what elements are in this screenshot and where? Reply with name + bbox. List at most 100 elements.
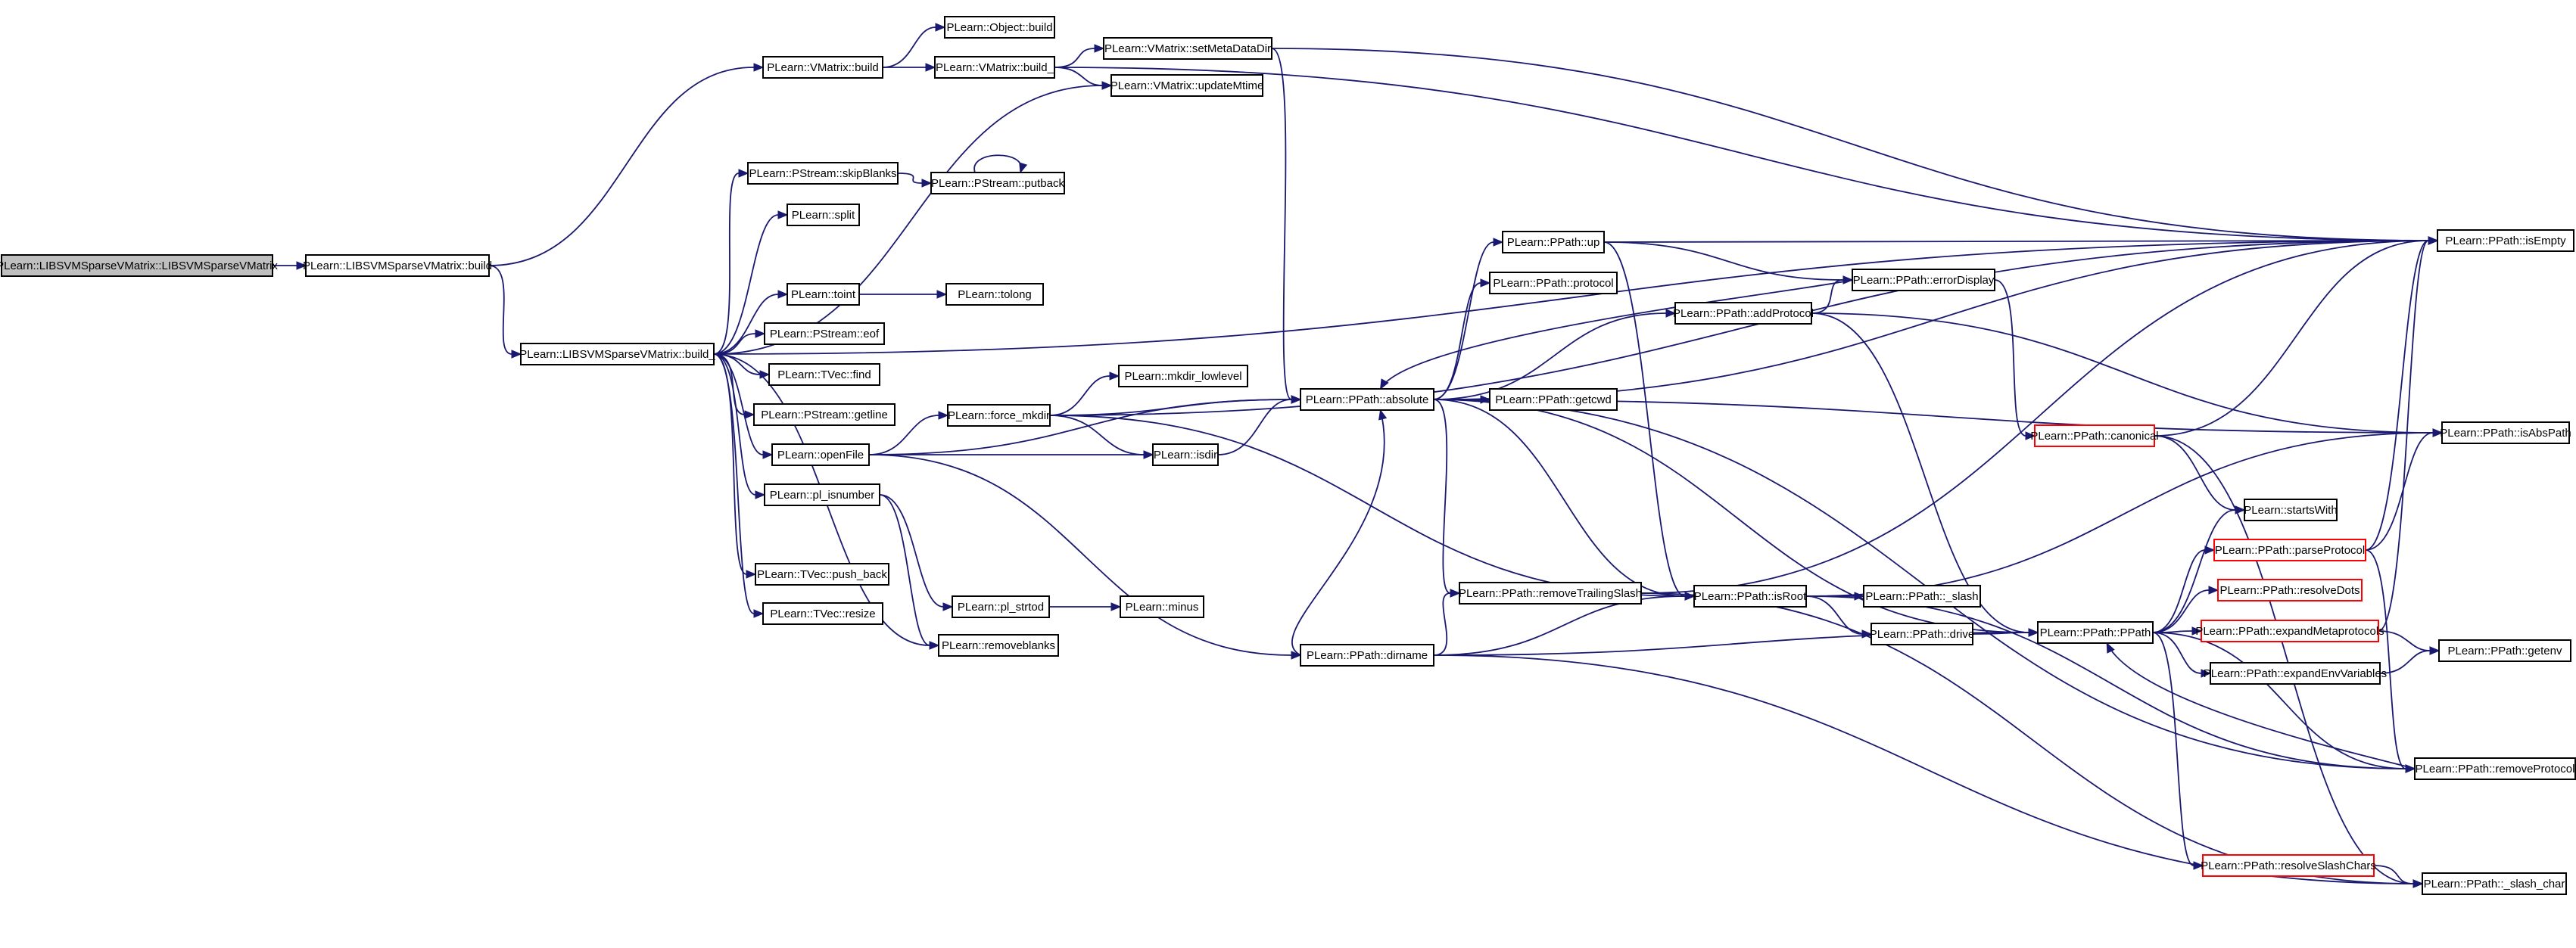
edge-n9-to-n9 — [973, 154, 1022, 173]
node-box — [2217, 579, 2363, 601]
graph-node-plearn-ppath-getenv[interactable]: PLearn::PPath::getenv — [2438, 639, 2571, 662]
edge-n20-to-n45 — [1049, 240, 2429, 416]
graph-node-plearn-split[interactable]: PLearn::split — [787, 204, 860, 226]
edge-arrowhead — [942, 602, 954, 611]
graph-node-plearn-pstream-getline[interactable]: PLearn::PStream::getline — [753, 403, 896, 426]
graph-node-plearn-removeblanks[interactable]: PLearn::removeblanks — [938, 634, 1059, 657]
graph-node-plearn-ppath-isempty[interactable]: PLearn::PPath::isEmpty — [2437, 229, 2574, 252]
graph-node-plearn-ppath-drive[interactable]: PLearn::PPath::drive — [1870, 623, 1974, 645]
node-label: PLearn::PPath::parseProtocol — [2215, 544, 2365, 557]
node-label: PLearn::PPath::getcwd — [1495, 393, 1611, 406]
graph-node-plearn-ppath-removeprotocol[interactable]: PLearn::PPath::removeProtocol — [2414, 757, 2576, 780]
graph-node-plearn-ppath-slash[interactable]: PLearn::PPath::_slash — [1863, 585, 1981, 608]
edge-n26-to-n34 — [1433, 399, 1686, 597]
node-box — [1152, 443, 1219, 466]
node-box — [771, 443, 870, 466]
graph-node-plearn-libsvmsparsevmatrix-build[interactable]: PLearn::LIBSVMSparseVMatrix::build — [303, 254, 492, 277]
graph-node-plearn-mkdir-lowlevel[interactable]: PLearn::mkdir_lowlevel — [1118, 365, 1248, 387]
node-box — [2202, 854, 2375, 877]
graph-node-plearn-libsvmsparsevmatrix-libsvmsparsevmatrix[interactable]: PLearn::LIBSVMSparseVMatrix::LIBSVMSpars… — [0, 254, 278, 277]
graph-node-plearn-vmatrix-updatemtime[interactable]: PLearn::VMatrix::updateMtime — [1110, 74, 1264, 97]
edge-arrowhead — [1665, 309, 1677, 318]
edge-n17-to-n25 — [879, 494, 930, 646]
graph-node-plearn-tvec-resize[interactable]: PLearn::TVec::resize — [762, 602, 883, 625]
node-box — [1870, 623, 1973, 645]
node-label: PLearn::PPath::isAbsPath — [2440, 427, 2571, 440]
edge-n37-to-n48 — [2152, 632, 2406, 769]
graph-node-plearn-pstream-putback[interactable]: PLearn::PStream::putback — [930, 172, 1065, 194]
node-box — [1110, 74, 1263, 97]
graph-node-plearn-force-mkdir[interactable]: PLearn::force_mkdir — [947, 404, 1051, 427]
graph-node-plearn-ppath-up[interactable]: PLearn::PPath::up — [1502, 231, 1605, 253]
edge-arrowhead — [296, 261, 307, 270]
graph-node-plearn-ppath-resolveslashchars[interactable]: PLearn::PPath::resolveSlashChars — [2201, 854, 2376, 877]
node-box — [1863, 585, 1981, 608]
node-label: PLearn::PPath::PPath — [2040, 626, 2151, 639]
graph-node-plearn-ppath-canonical[interactable]: PLearn::PPath::canonical — [2030, 424, 2159, 447]
edge-arrowhead — [1861, 629, 1873, 639]
node-label: PLearn::PStream::skipBlanks — [749, 167, 896, 180]
node-box — [2422, 872, 2567, 895]
graph-node-plearn-ppath-dirname[interactable]: PLearn::PPath::dirname — [1300, 644, 1434, 667]
graph-node-plearn-startswith[interactable]: PLearn::startsWith — [2244, 499, 2338, 521]
graph-node-plearn-ppath-getcwd[interactable]: PLearn::PPath::getcwd — [1489, 388, 1618, 411]
graph-node-plearn-minus[interactable]: PLearn::minus — [1120, 595, 1204, 618]
edge-n37-to-n39 — [2152, 509, 2236, 633]
edge-n27-to-n34 — [1603, 241, 1686, 597]
graph-node-plearn-ppath-absolute[interactable]: PLearn::PPath::absolute — [1300, 388, 1434, 411]
node-label: PLearn::VMatrix::updateMtime — [1110, 79, 1264, 92]
node-label: PLearn::PPath::_slash_char — [2424, 878, 2565, 890]
graph-node-plearn-isdir[interactable]: PLearn::isdir — [1152, 443, 1219, 466]
node-box — [768, 363, 880, 386]
graph-node-plearn-pstream-eof[interactable]: PLearn::PStream::eof — [764, 322, 885, 345]
graph-node-plearn-libsvmsparsevmatrix-build[interactable]: PLearn::LIBSVMSparseVMatrix::build_ — [519, 343, 715, 365]
edge-arrowhead — [938, 411, 949, 420]
graph-node-plearn-ppath-resolvedots[interactable]: PLearn::PPath::resolveDots — [2217, 579, 2363, 601]
graph-node-plearn-vmatrix-build[interactable]: PLearn::VMatrix::build_ — [934, 56, 1055, 79]
node-label: PLearn::startsWith — [2244, 504, 2337, 517]
node-box — [1459, 582, 1642, 605]
edge-arrowhead — [511, 350, 522, 359]
edge-n2-to-n17 — [713, 353, 756, 496]
node-label: PLearn::PPath::absolute — [1306, 393, 1429, 406]
node-box — [755, 563, 889, 586]
graph-node-plearn-pl-isnumber[interactable]: PLearn::pl_isnumber — [764, 483, 880, 506]
edge-n17-to-n23 — [879, 494, 944, 608]
graph-node-plearn-ppath-addprotocol[interactable]: PLearn::PPath::addProtocol — [1673, 302, 1814, 325]
edge-arrowhead — [2028, 628, 2039, 637]
node-label: PLearn::PPath::removeTrailingSlash — [1459, 587, 1642, 600]
graph-node-plearn-tolong[interactable]: PLearn::tolong — [945, 283, 1044, 306]
graph-node-plearn-pl-strtod[interactable]: PLearn::pl_strtod — [952, 595, 1050, 618]
edge-n16-to-n26 — [868, 399, 1292, 455]
graph-node-plearn-ppath-parseprotocol[interactable]: PLearn::PPath::parseProtocol — [2213, 539, 2366, 561]
graph-node-plearn-ppath-expandenvvariables[interactable]: PLearn::PPath::expandEnvVariables — [2204, 662, 2387, 685]
graph-node-plearn-toint[interactable]: PLearn::toint — [787, 283, 860, 306]
edge-n2-to-n10 — [713, 214, 779, 355]
edge-n6-to-n26 — [1271, 48, 1292, 400]
graph-node-plearn-ppath-errordisplay[interactable]: PLearn::PPath::errorDisplay — [1852, 269, 1995, 291]
graph-node-plearn-tvec-find[interactable]: PLearn::TVec::find — [768, 363, 880, 386]
graph-node-plearn-ppath-protocol[interactable]: PLearn::PPath::protocol — [1489, 272, 1618, 294]
graph-node-plearn-ppath-expandmetaprotocols[interactable]: PLearn::PPath::expandMetaprotocols — [2195, 620, 2384, 642]
edge-arrowhead — [936, 290, 948, 299]
graph-node-plearn-ppath-isabspath[interactable]: PLearn::PPath::isAbsPath — [2440, 421, 2571, 444]
graph-node-plearn-ppath-removetrailingslash[interactable]: PLearn::PPath::removeTrailingSlash — [1459, 582, 1642, 605]
graph-node-plearn-ppath-slash-char[interactable]: PLearn::PPath::_slash_char — [2422, 872, 2567, 895]
node-box — [952, 595, 1050, 618]
edge-arrowhead — [1493, 238, 1504, 247]
node-label: PLearn::force_mkdir — [948, 409, 1050, 422]
graph-node-plearn-ppath-ppath[interactable]: PLearn::PPath::PPath — [2037, 621, 2154, 644]
edge-arrowhead — [1480, 278, 1491, 288]
edge-arrowhead — [759, 370, 771, 379]
node-box — [2437, 229, 2574, 252]
graph-node-plearn-tvec-push-back[interactable]: PLearn::TVec::push_back — [755, 563, 889, 586]
graph-node-plearn-object-build[interactable]: PLearn::Object::build — [944, 16, 1055, 39]
graph-node-plearn-openfile[interactable]: PLearn::openFile — [771, 443, 870, 466]
node-label: PLearn::PPath::canonical — [2030, 430, 2158, 443]
node-box — [2414, 757, 2576, 780]
node-box — [787, 283, 860, 306]
graph-node-plearn-ppath-isroot[interactable]: PLearn::PPath::isRoot — [1693, 585, 1807, 608]
graph-node-plearn-vmatrix-setmetadatadir[interactable]: PLearn::VMatrix::setMetaDataDir — [1103, 37, 1272, 60]
graph-node-plearn-pstream-skipblanks[interactable]: PLearn::PStream::skipBlanks — [747, 162, 899, 185]
graph-node-plearn-vmatrix-build[interactable]: PLearn::VMatrix::build — [762, 56, 883, 79]
